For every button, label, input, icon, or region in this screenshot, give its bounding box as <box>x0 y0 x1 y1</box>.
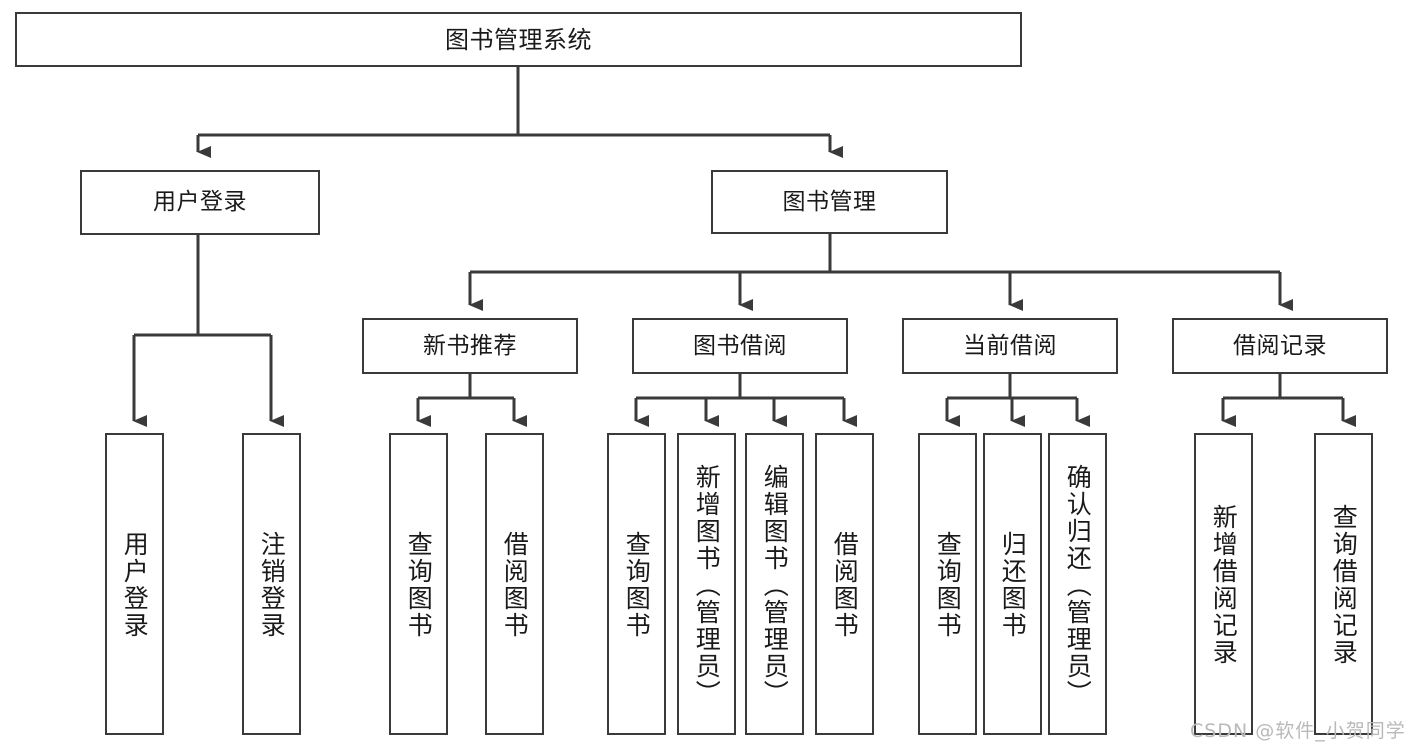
node-root-label: 图书管理系统 <box>445 25 592 54</box>
leaf-cur-query[interactable]: 查询图书 <box>918 433 977 735</box>
node-new-book-rec[interactable]: 新书推荐 <box>362 318 578 374</box>
node-root[interactable]: 图书管理系统 <box>15 12 1022 67</box>
leaf-cur-query-label: 查询图书 <box>933 531 963 639</box>
leaf-borrow-edit[interactable]: 编辑图书（管理员） <box>745 433 804 735</box>
node-book-borrow[interactable]: 图书借阅 <box>632 318 848 374</box>
leaf-cur-return-label: 归还图书 <box>998 531 1028 639</box>
leaf-cur-confirm-label: 确认归还（管理员） <box>1063 463 1093 707</box>
leaf-rec-query-label: 查询图书 <box>404 531 434 639</box>
leaf-user-login-label: 用户登录 <box>120 531 150 639</box>
node-user-login-label: 用户登录 <box>153 189 247 215</box>
node-borrow-record[interactable]: 借阅记录 <box>1172 318 1388 374</box>
leaf-rec-query2[interactable]: 查询借阅记录 <box>1314 433 1373 735</box>
node-user-login[interactable]: 用户登录 <box>80 170 320 235</box>
leaf-borrow-query[interactable]: 查询图书 <box>607 433 666 735</box>
leaf-rec-borrow-label: 借阅图书 <box>500 531 530 639</box>
node-book-manage[interactable]: 图书管理 <box>711 170 948 234</box>
leaf-borrow-query-label: 查询图书 <box>622 531 652 639</box>
node-current-borrow-label: 当前借阅 <box>963 332 1057 359</box>
leaf-borrow-add[interactable]: 新增图书（管理员） <box>677 433 736 735</box>
leaf-cur-return[interactable]: 归还图书 <box>983 433 1042 735</box>
watermark: CSDN @软件_小贺同学 <box>1190 720 1405 742</box>
leaf-rec-add-label: 新增借阅记录 <box>1209 504 1239 666</box>
node-book-manage-label: 图书管理 <box>782 188 877 215</box>
node-book-borrow-label: 图书借阅 <box>693 332 787 359</box>
leaf-cur-confirm[interactable]: 确认归还（管理员） <box>1048 433 1107 735</box>
leaf-rec-query2-label: 查询借阅记录 <box>1329 504 1359 666</box>
node-borrow-record-label: 借阅记录 <box>1233 332 1327 359</box>
leaf-borrow-edit-label: 编辑图书（管理员） <box>760 463 790 707</box>
leaf-user-logout-label: 注销登录 <box>257 531 287 639</box>
node-new-book-rec-label: 新书推荐 <box>423 332 517 359</box>
leaf-user-logout[interactable]: 注销登录 <box>242 433 301 735</box>
leaf-user-login[interactable]: 用户登录 <box>105 433 164 735</box>
leaf-rec-borrow[interactable]: 借阅图书 <box>485 433 544 735</box>
leaf-borrow-do-label: 借阅图书 <box>830 531 860 639</box>
node-current-borrow[interactable]: 当前借阅 <box>902 318 1118 374</box>
leaf-borrow-add-label: 新增图书（管理员） <box>692 463 722 707</box>
leaf-rec-add[interactable]: 新增借阅记录 <box>1194 433 1253 735</box>
leaf-rec-query[interactable]: 查询图书 <box>389 433 448 735</box>
leaf-borrow-do[interactable]: 借阅图书 <box>815 433 874 735</box>
